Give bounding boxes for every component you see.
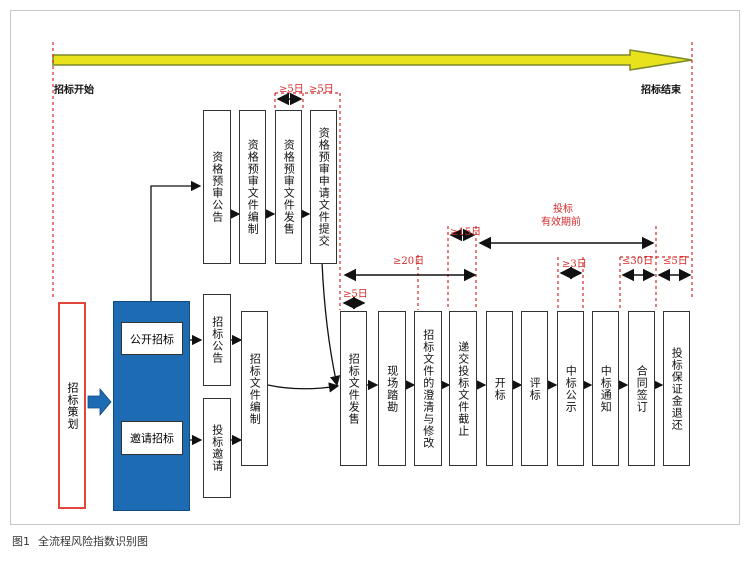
figure-number: 图1: [12, 535, 30, 548]
step-contract-box: 合同签订: [628, 311, 655, 466]
timeline-start-label: 招标开始: [54, 85, 94, 96]
duration-doc-sale: ≥5日: [343, 289, 368, 300]
prequal-doc-sale-box: 资格预审文件发售: [275, 110, 302, 264]
step-submission-deadline-box: 递交投标文件截止: [449, 311, 477, 466]
timeline-dashed-lines: [52, 42, 693, 310]
figure-caption: 图1 全流程风险指数识别图: [12, 533, 156, 549]
step-bid-opening-box: 开标: [486, 311, 513, 466]
step-evaluation-box: 评标: [521, 311, 548, 466]
duration-refund: ≤5日: [663, 256, 688, 267]
duration-contract: ≤30日: [622, 256, 654, 267]
prequal-doc-prep-box: 资格预审文件编制: [239, 110, 266, 264]
duration-prequal-submit: ≥5日: [309, 84, 334, 95]
prequal-notice-box: 资格预审公告: [203, 110, 231, 264]
duration-arrows: [276, 92, 692, 310]
flow-connectors: [150, 180, 664, 446]
duration-prequal-sale: ≥5日: [279, 84, 304, 95]
tender-notice-box: 招标公告: [203, 294, 231, 386]
step-doc-sale-box: 招标文件发售: [340, 311, 367, 466]
tender-invitation-box: 投标邀请: [203, 398, 231, 498]
step-site-visit-box: 现场踏勘: [378, 311, 406, 466]
step-clarification-box: 招标文件的澄清与修改: [414, 311, 442, 466]
planning-arrow: [87, 387, 112, 417]
bid-validity-line2: 有效期前: [541, 217, 581, 228]
invited-tender-box: 邀请招标: [121, 421, 183, 455]
tender-doc-prep-box: 招标文件编制: [241, 311, 268, 466]
step-award-publicity-box: 中标公示: [557, 311, 584, 466]
step-deposit-refund-box: 投标保证金退还: [663, 311, 690, 466]
planning-box: 招标策划: [58, 302, 86, 509]
timeline-arrow: [52, 49, 693, 71]
public-tender-box: 公开招标: [121, 322, 183, 355]
prequal-submission-box: 资格预审申请文件提交: [310, 110, 337, 264]
timeline-end-label: 招标结束: [641, 85, 681, 96]
duration-publicity: ≥3日: [562, 259, 587, 270]
duration-clarify: ≥20日: [393, 256, 425, 267]
step-award-notice-box: 中标通知: [592, 311, 619, 466]
figure-title: 全流程风险指数识别图: [38, 535, 148, 548]
bid-validity-line1: 投标: [553, 204, 573, 215]
duration-deadline: ≥15日: [450, 227, 482, 238]
